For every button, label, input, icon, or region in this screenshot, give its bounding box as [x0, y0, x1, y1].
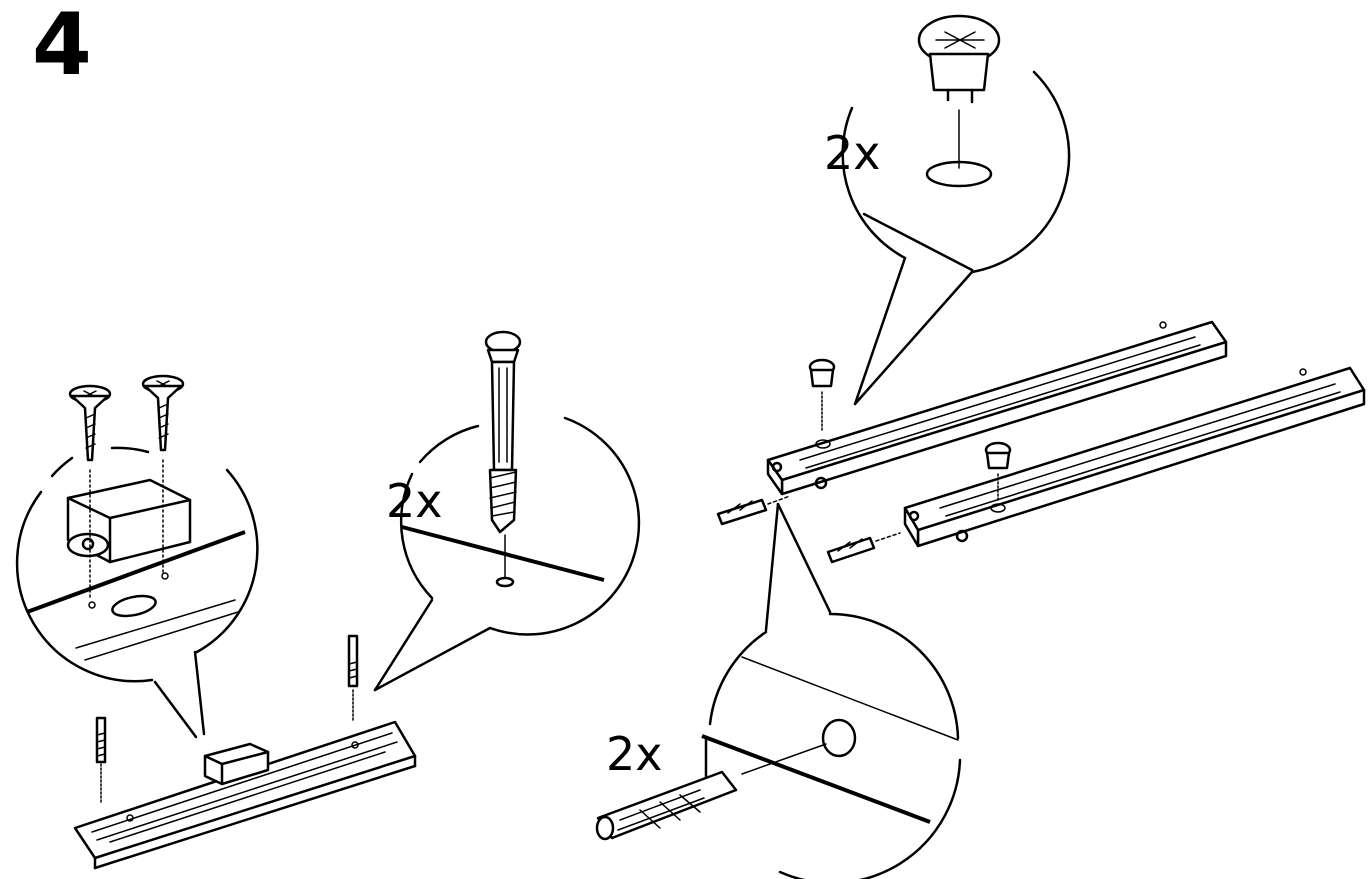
cam-lock-icon — [808, 358, 836, 431]
cam-lock-detail-magnifier — [841, 14, 1071, 406]
cam-bolt-icon — [484, 330, 522, 534]
step-number: 4 — [32, 0, 92, 95]
wooden-dowel-icon — [826, 532, 901, 564]
cam-bolt-quantity: 2x — [386, 474, 443, 528]
right-rail-board-back — [766, 320, 1228, 496]
fitting-block — [203, 742, 270, 786]
wood-screw-icon — [141, 374, 185, 576]
wooden-dowel-icon — [716, 495, 791, 526]
cam-bolt-icon — [347, 634, 359, 723]
cam-lock-icon — [984, 441, 1012, 501]
cam-lock-quantity: 2x — [824, 126, 881, 180]
cam-bolt-detail-magnifier — [373, 416, 641, 692]
dowel-detail-magnifier — [595, 502, 962, 879]
dowel-quantity: 2x — [606, 727, 663, 781]
screw-detail-magnifier — [15, 446, 259, 739]
cam-bolt-icon — [95, 716, 107, 803]
right-rail-board-front — [903, 366, 1366, 548]
wood-screw-icon — [68, 384, 112, 601]
left-rail-board — [73, 720, 417, 870]
